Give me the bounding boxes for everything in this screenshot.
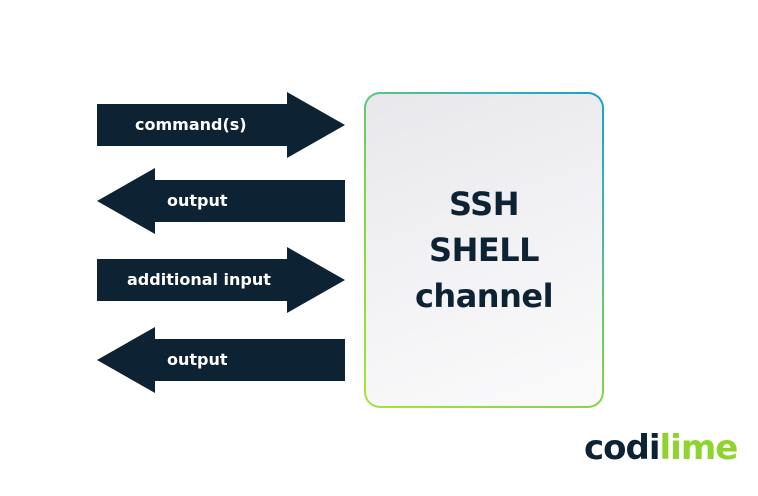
arrow-label-output-1: output <box>167 191 228 210</box>
right-arrow-icon <box>97 247 345 313</box>
right-arrow-icon <box>97 92 345 158</box>
logo-part-lime: lime <box>659 428 739 468</box>
arrow-label-command: command(s) <box>135 115 247 134</box>
logo-part-codi: codi <box>584 428 661 468</box>
left-arrow-icon <box>97 168 345 234</box>
ssh-shell-channel-box: SSH SHELL channel <box>364 92 604 408</box>
arrow-label-additional-input: additional input <box>127 270 271 289</box>
arrow-output-1: output <box>97 168 345 234</box>
codilime-logo: codilime <box>584 428 739 468</box>
channel-line-shell: SHELL <box>429 231 539 269</box>
left-arrow-icon <box>97 327 345 393</box>
arrow-command: command(s) <box>97 92 345 158</box>
arrow-output-2: output <box>97 327 345 393</box>
arrow-label-output-2: output <box>167 350 228 369</box>
channel-box-inner: SSH SHELL channel <box>366 94 602 406</box>
channel-line-ssh: SSH <box>449 185 519 223</box>
channel-line-channel: channel <box>414 277 554 315</box>
arrow-additional-input: additional input <box>97 247 345 313</box>
